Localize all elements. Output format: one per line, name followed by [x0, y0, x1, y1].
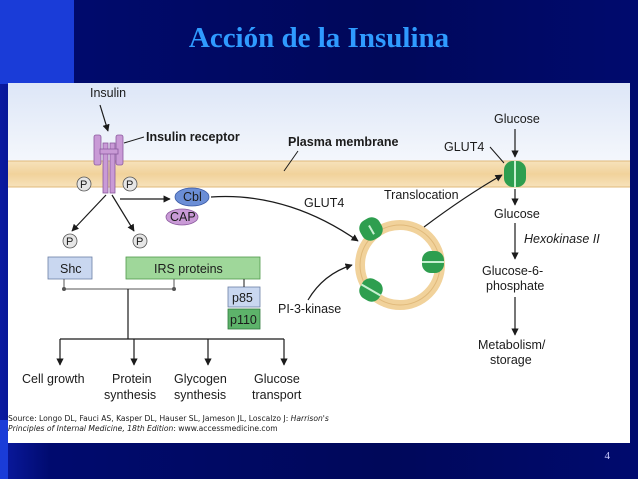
outcome-glucose-2: transport [252, 388, 302, 402]
glut4-transporter-icon [359, 278, 383, 302]
figure-source-citation: Source: Longo DL, Fauci AS, Kasper DL, H… [8, 414, 329, 433]
insulin-receptor-label: Insulin receptor [146, 130, 240, 144]
glut4-vesicle [355, 217, 445, 310]
p110-box: p110 [227, 308, 261, 330]
g6p-label-line1: Glucose-6- [482, 264, 543, 278]
pi3k-label: PI-3-kinase [278, 302, 341, 316]
insulin-label: Insulin [90, 86, 126, 100]
shc-box: Shc [47, 256, 93, 280]
svg-text:Cbl: Cbl [183, 190, 202, 204]
metabolism-label-line2: storage [490, 353, 532, 367]
shc-phosphate: P [62, 233, 78, 249]
svg-text:P: P [136, 236, 143, 248]
slide-accent-bar [0, 0, 74, 84]
pathway-diagram: Insulin Insulin receptor Plasma membrane… [8, 83, 630, 402]
outcome-glucose-1: Glucose [254, 372, 300, 386]
receptor-phosphate-left: P [76, 176, 92, 192]
svg-text:P: P [126, 179, 133, 191]
glut4-membrane-icon [504, 161, 526, 187]
svg-text:P: P [80, 179, 87, 191]
irs-label: IRS proteins [154, 262, 223, 276]
glut4-membrane-label: GLUT4 [444, 140, 484, 154]
slide-accent-bar-low [0, 420, 8, 479]
slide-title: Acción de la Insulina [188, 22, 450, 54]
svg-text:p85: p85 [232, 291, 253, 305]
svg-text:CAP: CAP [170, 210, 196, 224]
metabolism-label-line1: Metabolism/ [478, 338, 546, 352]
insulin-receptor-icon [93, 134, 124, 194]
shc-label: Shc [60, 262, 82, 276]
svg-text:P: P [66, 236, 73, 248]
insulin-pathway-figure: Insulin Insulin receptor Plasma membrane… [8, 83, 630, 443]
hexokinase-label: Hexokinase II [524, 232, 600, 246]
cbl-node: Cbl [174, 187, 210, 207]
svg-text:p110: p110 [230, 313, 257, 327]
irs-proteins-box: IRS proteins [125, 256, 261, 280]
receptor-phosphate-right: P [122, 176, 138, 192]
outcome-protein-1: Protein [112, 372, 152, 386]
plasma-membrane-band [8, 161, 630, 187]
glucose-intracellular-label: Glucose [494, 207, 540, 221]
g6p-label-line2: phosphate [486, 279, 544, 293]
irs-phosphate: P [132, 233, 148, 249]
plasma-membrane-label: Plasma membrane [288, 135, 399, 149]
slide-page-number: 4 [604, 450, 611, 462]
glut4-vesicle-label: GLUT4 [304, 196, 344, 210]
glut4-transporter-icon [359, 217, 383, 241]
signalling-lines [56, 279, 288, 366]
translocation-label: Translocation [384, 188, 459, 202]
p85-box: p85 [227, 286, 261, 308]
outcome-protein-2: synthesis [104, 388, 156, 402]
outcome-glycogen-1: Glycogen [174, 372, 227, 386]
outcome-cell-growth: Cell growth [22, 372, 85, 386]
cap-node: CAP [165, 208, 199, 226]
outcome-glycogen-2: synthesis [174, 388, 226, 402]
glut4-transporter-icon [422, 251, 444, 273]
glucose-extracellular-label: Glucose [494, 112, 540, 126]
